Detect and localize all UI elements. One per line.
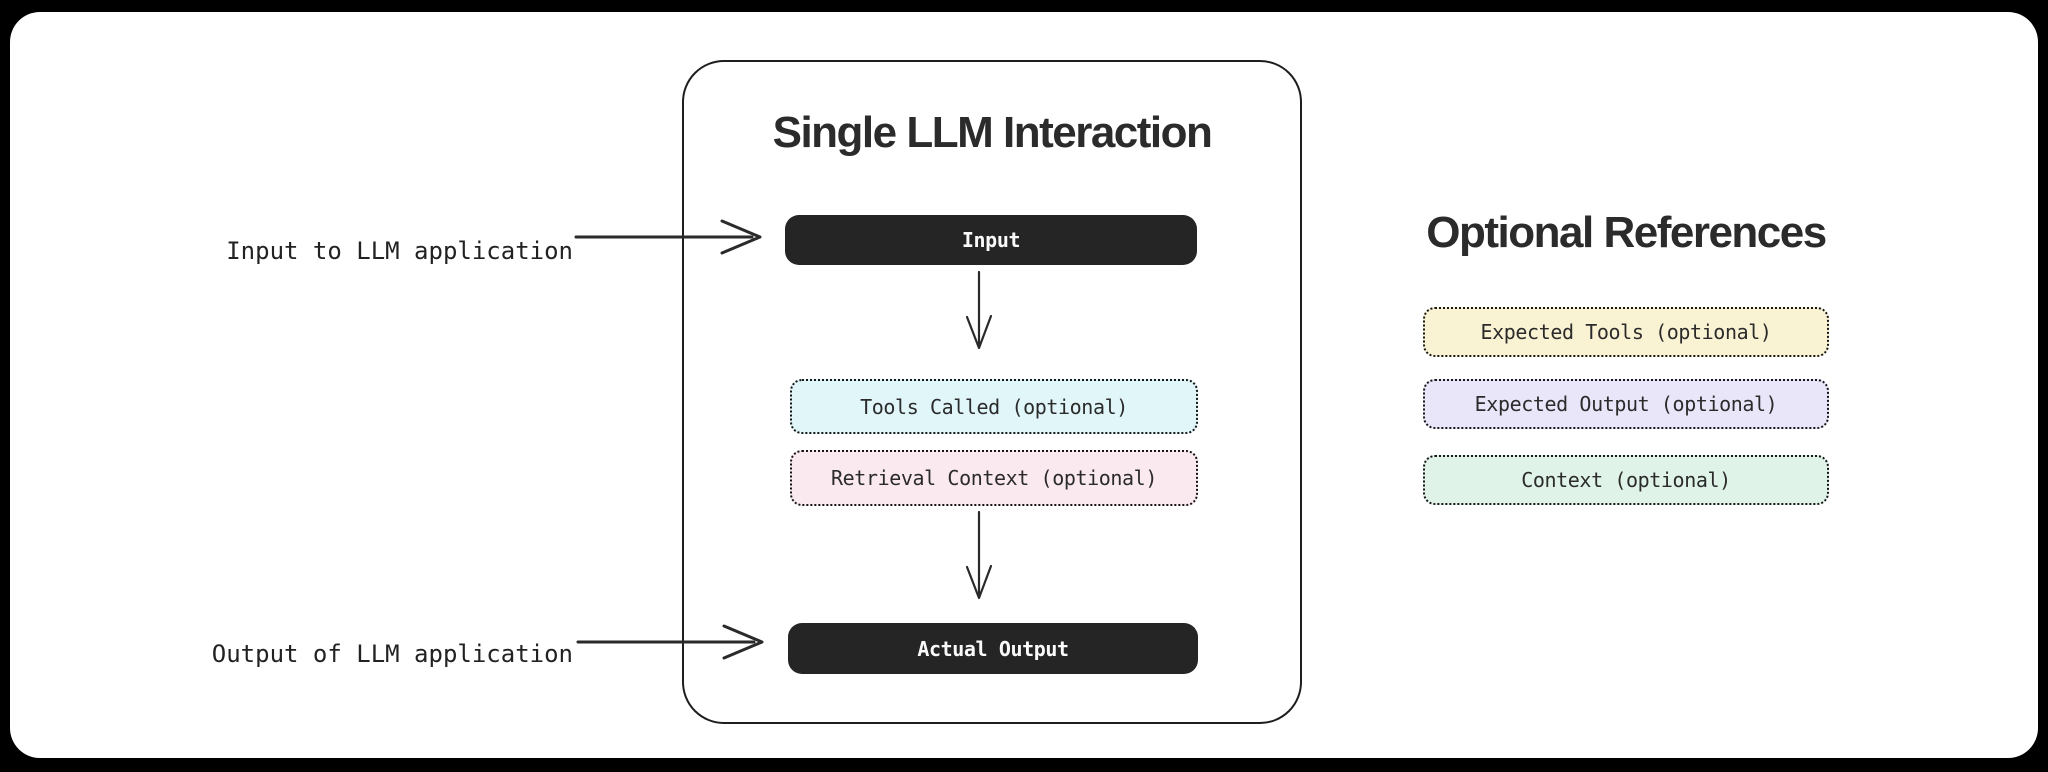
ref-expected-output-label: Expected Output (optional)	[1474, 392, 1778, 416]
ref-context: Context (optional)	[1423, 455, 1829, 505]
node-tools-called-label: Tools Called (optional)	[860, 394, 1128, 419]
references-title: Optional References	[1426, 208, 1827, 257]
node-actual-output-label: Actual Output	[917, 636, 1069, 661]
ref-expected-output: Expected Output (optional)	[1423, 379, 1829, 429]
ref-expected-tools: Expected Tools (optional)	[1423, 307, 1829, 357]
node-tools-called: Tools Called (optional)	[790, 379, 1198, 434]
group-title: Single LLM Interaction	[772, 108, 1213, 157]
annotation-output-of-llm: Output of LLM application	[211, 640, 573, 668]
node-retrieval-context-label: Retrieval Context (optional)	[831, 466, 1157, 490]
background-card: Single LLM Interaction Input Tools Calle…	[10, 12, 2038, 758]
ref-context-label: Context (optional)	[1521, 468, 1731, 492]
node-retrieval-context: Retrieval Context (optional)	[790, 450, 1198, 506]
ref-expected-tools-label: Expected Tools (optional)	[1480, 320, 1772, 344]
node-actual-output: Actual Output	[788, 623, 1198, 674]
annotation-input-to-llm: Input to LLM application	[226, 237, 573, 265]
node-input: Input	[785, 215, 1197, 265]
node-input-label: Input	[961, 228, 1021, 252]
